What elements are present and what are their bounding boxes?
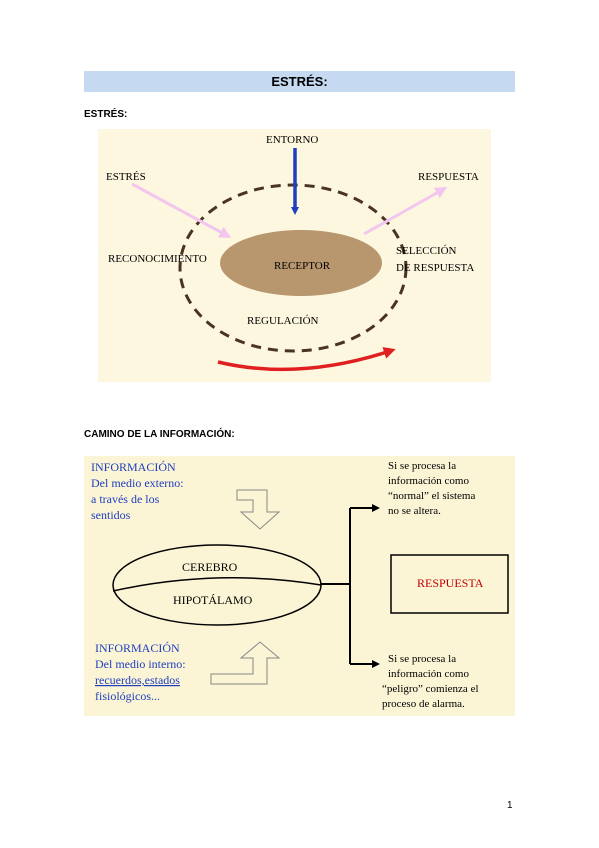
normal-line-1: Si se procesa la <box>388 460 456 472</box>
seleccion-label-1: SELECCIÓN <box>396 245 457 257</box>
peligro-line-3: “peligro” comienza el <box>382 683 479 695</box>
section-heading-estres: ESTRÉS: <box>84 109 128 120</box>
info-ext-line-1: INFORMACIÓN <box>91 460 176 474</box>
internal-info-arrow <box>210 641 281 685</box>
receptor-label: RECEPTOR <box>274 260 331 272</box>
info-int-line-1: INFORMACIÓN <box>95 641 180 655</box>
normal-line-3: “normal” el sistema <box>388 490 475 502</box>
page-title: ESTRÉS: <box>84 71 515 92</box>
seleccion-label-2: DE RESPUESTA <box>396 262 474 274</box>
info-int-line-3: recuerdos,estados <box>95 673 180 687</box>
regulation-loop <box>178 183 408 353</box>
response-arrow <box>363 187 448 236</box>
respuesta-box <box>390 554 509 614</box>
section-heading-camino: CAMINO DE LA INFORMACIÓN: <box>84 429 235 440</box>
regulation-arrow <box>217 347 396 372</box>
stress-diagram: ENTORNO ESTRÉS RESPUESTA RECONOCIMIENTO … <box>98 129 491 382</box>
hypothalamus-divider <box>112 577 322 592</box>
entorno-label: ENTORNO <box>266 134 318 146</box>
info-int-line-4: fisiológicos... <box>95 689 160 703</box>
respuesta-label: RESPUESTA <box>418 171 479 183</box>
receptor-ellipse <box>220 230 382 296</box>
stress-arrow <box>131 182 232 238</box>
peligro-line-2: información como <box>388 668 469 680</box>
estres-label: ESTRÉS <box>106 171 146 183</box>
info-ext-line-3: a través de los <box>91 492 160 506</box>
external-info-arrow <box>236 489 281 530</box>
information-pathway-svg: INFORMACIÓN Del medio externo: a través … <box>91 460 509 710</box>
reconocimiento-label: RECONOCIMIENTO <box>108 253 207 265</box>
cerebro-label: CEREBRO <box>182 560 238 574</box>
peligro-line-4: proceso de alarma. <box>382 698 465 710</box>
info-int-line-2: Del medio interno: <box>95 657 186 671</box>
peligro-line-1: Si se procesa la <box>388 653 456 665</box>
hipotalamo-label: HIPOTÁLAMO <box>173 593 253 607</box>
respuesta-label: RESPUESTA <box>417 576 484 590</box>
page-number: 1 <box>507 800 513 811</box>
info-ext-line-2: Del medio externo: <box>91 476 184 490</box>
information-pathway-diagram: INFORMACIÓN Del medio externo: a través … <box>84 456 515 716</box>
stress-diagram-svg: ENTORNO ESTRÉS RESPUESTA RECONOCIMIENTO … <box>106 134 479 372</box>
normal-line-4: no se altera. <box>388 505 441 517</box>
normal-line-2: información como <box>388 475 469 487</box>
regulacion-label: REGULACIÓN <box>247 315 319 327</box>
info-ext-line-4: sentidos <box>91 508 131 522</box>
